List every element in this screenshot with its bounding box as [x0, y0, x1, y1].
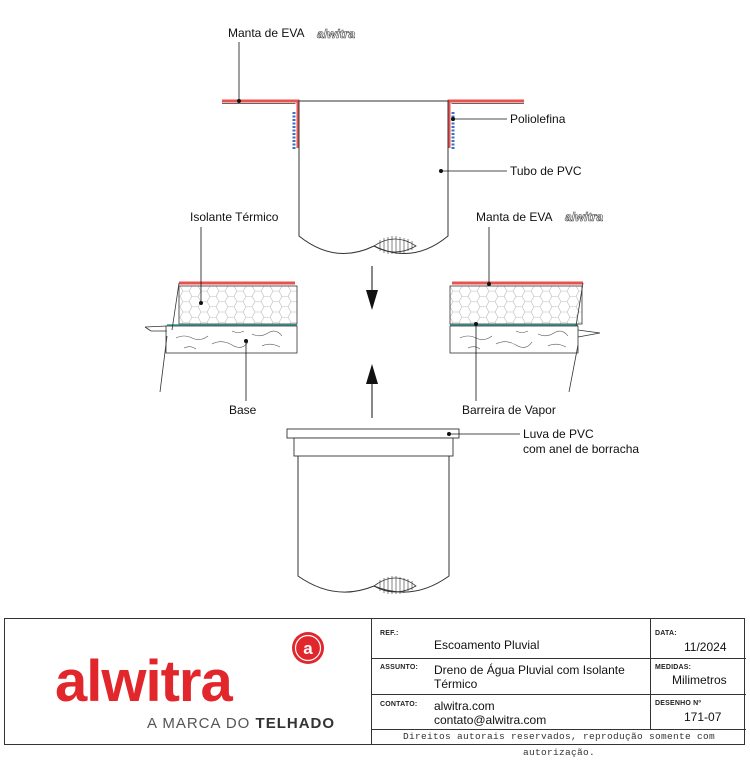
subject-label: ASSUNTO: [380, 664, 419, 671]
pvc-socket-assembly [286, 428, 460, 594]
label-vapor-barrier: Barreira de Vapor [462, 403, 556, 417]
info-table: REF.: Escoamento Pluvial DATA: 11/2024 A… [371, 619, 746, 758]
assembly-arrows [366, 266, 378, 418]
drawing-number-value: 171-07 [684, 710, 722, 724]
label-eva-membrane-right: Manta de EVA [476, 210, 553, 224]
pvc-socket-body [297, 456, 450, 593]
eva-membrane-left [222, 99, 300, 148]
label-polyolefin: Poliolefina [510, 112, 566, 126]
label-pvc-pipe: Tubo de PVC [510, 164, 582, 178]
label-thermal-insulation: Isolante Térmico [190, 210, 279, 224]
units-value: Milimetros [672, 673, 727, 687]
copyright-footer: Direitos autorais reservados, reprodução… [402, 731, 716, 758]
thermal-insulation-right [449, 285, 583, 325]
tagline: A MARCA DO TELHADO [147, 715, 336, 732]
pvc-socket-rim [286, 428, 460, 439]
label-pvc-socket: Luva de PVC [523, 427, 594, 441]
thermal-insulation-left [178, 285, 298, 325]
left-roof-section [144, 281, 298, 393]
base-right [449, 325, 579, 354]
label-brand-top: alwitra [317, 27, 355, 41]
date-label: DATA: [655, 630, 677, 637]
label-brand-right: alwitra [565, 210, 603, 224]
alwitra-logo: alwitra [55, 649, 233, 714]
row-subject: ASSUNTO: Dreno de Água Pluvial com Isola… [372, 658, 746, 695]
subject-value: Dreno de Água Pluvial com Isolante Térmi… [434, 663, 625, 691]
right-roof-section [449, 281, 601, 393]
alwitra-badge-icon: a [292, 632, 324, 664]
row-contact: CONTATO: alwitra.com contato@alwitra.com… [372, 694, 746, 730]
contact-website[interactable]: alwitra.com [434, 699, 495, 713]
units-label: MEDIDAS: [655, 664, 692, 671]
pvc-pipe [298, 101, 449, 255]
ref-value: Escoamento Pluvial [434, 638, 540, 652]
leader-lines [200, 42, 520, 435]
contact-label: CONTATO: [380, 701, 418, 708]
leader-dots [199, 99, 491, 436]
ref-label: REF.: [380, 630, 399, 637]
contact-email[interactable]: contato@alwitra.com [434, 713, 547, 727]
title-block: alwitra a A MARCA DO TELHADO REF.: Escoa… [4, 618, 746, 758]
base-left [165, 325, 298, 354]
label-rubber-ring: com anel de borracha [523, 442, 639, 456]
drain-detail-drawing: Manta de EVA alwitra Poliolefina Tubo de… [144, 26, 639, 594]
svg-text:a: a [303, 639, 313, 658]
date-value: 11/2024 [684, 640, 727, 654]
label-base: Base [229, 403, 257, 417]
label-eva-membrane-top: Manta de EVA [228, 26, 305, 40]
drawing-number-label: DESENHO Nº [655, 700, 702, 707]
upper-pipe-assembly [222, 99, 524, 255]
logo-area: alwitra a A MARCA DO TELHADO [5, 619, 371, 745]
row-ref: REF.: Escoamento Pluvial DATA: 11/2024 [372, 619, 746, 659]
